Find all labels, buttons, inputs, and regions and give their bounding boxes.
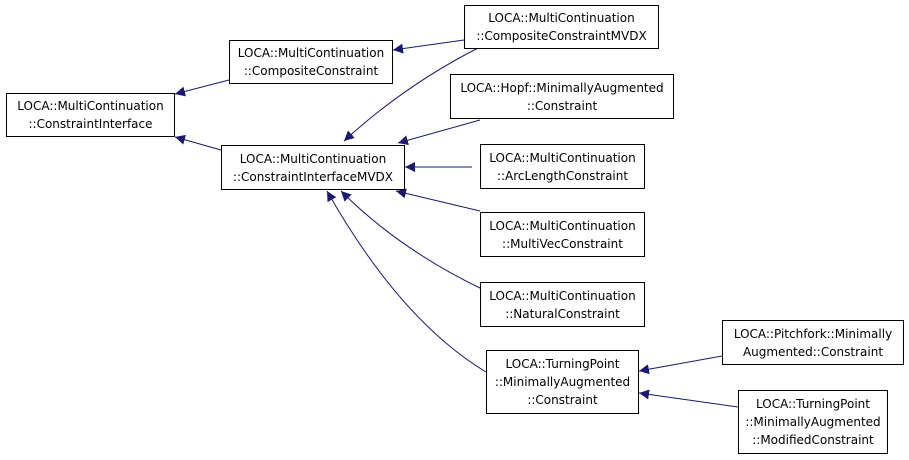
node-constraint-interface[interactable]: LOCA::MultiContinuation ::ConstraintInte… bbox=[6, 93, 175, 137]
node-label-line: ::MinimallyAugmented bbox=[494, 375, 631, 389]
node-natural-constraint[interactable]: LOCA::MultiContinuation ::NaturalConstra… bbox=[480, 282, 645, 327]
node-hopf-constraint[interactable]: LOCA::Hopf::MinimallyAugmented ::Constra… bbox=[450, 74, 674, 119]
edge-compositemvdx-to-mvdx bbox=[343, 46, 481, 142]
node-label-line: LOCA::MultiContinuation bbox=[488, 11, 635, 25]
edge-multivec-to-mvdx bbox=[395, 188, 481, 212]
edge-natural-to-mvdx bbox=[340, 190, 485, 291]
node-label-line: LOCA::TurningPoint bbox=[756, 397, 870, 411]
node-turning-point-modified-constraint[interactable]: LOCA::TurningPoint ::MinimallyAugmented … bbox=[738, 390, 888, 454]
node-label-line: LOCA::MultiContinuation bbox=[489, 288, 636, 303]
node-label-line: LOCA::Pitchfork::Minimally bbox=[733, 326, 893, 341]
node-composite-constraint-mvdx[interactable]: LOCA::MultiContinuation ::CompositeConst… bbox=[464, 5, 659, 49]
node-arc-length-constraint[interactable]: LOCA::MultiContinuation ::ArcLengthConst… bbox=[480, 144, 645, 189]
edge-mvdx-to-interface bbox=[174, 134, 222, 151]
node-label-line: ::ArcLengthConstraint bbox=[496, 168, 629, 183]
node-label-line: LOCA::MultiContinuation bbox=[489, 150, 636, 165]
edge-modified-to-turningpoint bbox=[638, 389, 739, 408]
edge-composite-to-interface bbox=[174, 79, 230, 97]
node-label-line: ::CompositeConstraintMVDX bbox=[476, 29, 647, 43]
node-label-line: ::CompositeConstraint bbox=[243, 64, 379, 78]
node-turning-point-constraint[interactable]: LOCA::TurningPoint ::MinimallyAugmented … bbox=[486, 350, 639, 414]
node-label-line: ::NaturalConstraint bbox=[505, 306, 620, 321]
node-label-line: LOCA::MultiContinuation bbox=[17, 99, 164, 113]
node-label-line: ::ConstraintInterfaceMVDX bbox=[232, 169, 394, 184]
edge-compositemvdx-to-composite bbox=[392, 39, 465, 54]
node-label-line: LOCA::MultiContinuation bbox=[489, 218, 636, 233]
node-label-line: ::ConstraintInterface bbox=[28, 117, 153, 131]
node-multi-vec-constraint[interactable]: LOCA::MultiContinuation ::MultiVecConstr… bbox=[480, 212, 645, 257]
node-label-line: LOCA::Hopf::MinimallyAugmented bbox=[460, 80, 664, 95]
edge-hopf-to-mvdx bbox=[397, 119, 481, 146]
node-label-line: Augmented::Constraint bbox=[742, 344, 884, 359]
node-label-line: LOCA::TurningPoint bbox=[505, 357, 620, 371]
node-composite-constraint[interactable]: LOCA::MultiContinuation ::CompositeConst… bbox=[229, 40, 393, 84]
node-label-line: ::Constraint bbox=[526, 98, 598, 113]
node-label-line: LOCA::MultiContinuation bbox=[239, 151, 387, 166]
node-label-line: ::MultiVecConstraint bbox=[502, 236, 623, 251]
node-label-line: ::ModifiedConstraint bbox=[752, 433, 874, 447]
node-label-line: LOCA::MultiContinuation bbox=[237, 46, 385, 60]
node-constraint-interface-mvdx[interactable]: LOCA::MultiContinuation ::ConstraintInte… bbox=[221, 145, 405, 190]
edge-turningpoint-to-mvdx bbox=[326, 190, 487, 373]
node-pitchfork-constraint[interactable]: LOCA::Pitchfork::Minimally Augmented::Co… bbox=[722, 320, 904, 365]
node-label-line: ::MinimallyAugmented bbox=[745, 415, 881, 429]
edge-pitchfork-to-turningpoint bbox=[638, 355, 723, 375]
node-label-line: ::Constraint bbox=[527, 393, 598, 407]
